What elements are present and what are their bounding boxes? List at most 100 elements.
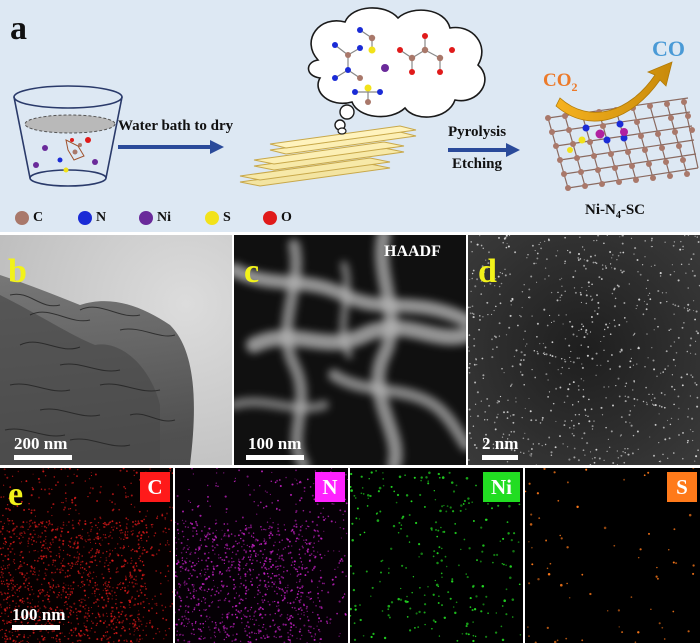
nickel-dot <box>472 621 474 623</box>
nitrogen-dot <box>267 581 270 584</box>
atom-dot <box>564 262 566 265</box>
nitrogen-dot <box>307 629 310 632</box>
nitrogen-dot <box>211 601 214 603</box>
nickel-dot <box>451 510 455 513</box>
carbon-dot <box>67 587 70 590</box>
carbon-dot <box>131 581 134 584</box>
carbon-dot <box>134 626 136 628</box>
nitrogen-dot <box>248 484 250 486</box>
nitrogen-dot <box>298 533 301 536</box>
nitrogen-dot <box>189 573 191 575</box>
atom-dot <box>611 292 614 295</box>
carbon-dot <box>45 556 48 559</box>
nitrogen-dot <box>232 634 234 636</box>
carbon-dot <box>119 530 121 532</box>
nickel-dot <box>433 550 436 553</box>
carbon-dot <box>52 585 55 587</box>
nitrogen-dot <box>248 641 250 643</box>
nickel-dot <box>506 521 509 523</box>
nitrogen-dot <box>293 532 296 535</box>
nitrogen-dot <box>319 553 322 556</box>
sulfur-dot <box>637 631 640 634</box>
carbon-dot <box>164 630 166 632</box>
nickel-dot <box>378 486 382 490</box>
atom-dot <box>578 413 580 416</box>
carbon-dot <box>21 573 24 576</box>
nitrogen-dot <box>204 620 207 622</box>
carbon-dot <box>96 500 99 502</box>
nitrogen-dot <box>242 599 244 601</box>
nitrogen-dot <box>248 545 251 548</box>
nitrogen-dot <box>223 535 225 538</box>
atom-dot <box>564 420 566 422</box>
carbon-dot <box>137 539 140 541</box>
atom-dot <box>619 269 622 272</box>
carbon-dot <box>92 622 94 624</box>
nitrogen-dot <box>313 535 315 537</box>
carbon-dot <box>3 468 6 471</box>
atom-dot <box>476 391 479 394</box>
nitrogen-dot <box>317 597 319 599</box>
nitrogen-dot <box>278 578 281 580</box>
nitrogen-dot <box>323 530 325 532</box>
nitrogen-dot <box>278 628 281 631</box>
atom-dot <box>585 289 587 292</box>
sulfur-dot <box>672 561 675 564</box>
nitrogen-dot <box>299 599 302 601</box>
atom-dot <box>568 344 571 347</box>
nickel-dot <box>362 493 365 495</box>
atom-dot <box>582 395 585 398</box>
nitrogen-dot <box>231 557 233 559</box>
nitrogen-dot <box>286 614 289 616</box>
carbon-dot <box>107 584 110 586</box>
carbon-dot <box>6 606 9 609</box>
nitrogen-dot <box>258 631 260 633</box>
atom-dot <box>681 326 684 329</box>
carbon-dot <box>36 620 39 622</box>
atom-dot <box>509 235 511 237</box>
carbon-dot <box>107 637 110 640</box>
carbon-dot <box>83 622 85 624</box>
carbon-dot <box>60 632 62 634</box>
nitrogen-dot <box>198 505 200 507</box>
sulfur-dot <box>536 492 540 495</box>
carbon-dot <box>140 603 142 605</box>
atom-dot <box>654 404 657 407</box>
nitrogen-dot <box>236 542 239 545</box>
nickel-dot <box>370 595 372 598</box>
atom-dot <box>547 239 551 242</box>
carbon-dot <box>103 526 106 528</box>
carbon-dot <box>69 593 72 596</box>
atom-dot <box>557 369 559 371</box>
atom-dot <box>476 363 478 366</box>
atom-dot <box>611 257 613 259</box>
carbon-dot <box>128 628 131 630</box>
nitrogen-dot <box>305 607 308 610</box>
carbon-dot <box>116 553 118 555</box>
nitrogen-dot <box>208 604 211 608</box>
nickel-dot <box>465 632 468 635</box>
carbon-dot <box>99 536 102 539</box>
nitrogen-dot <box>295 525 298 528</box>
carbon-dot <box>24 574 26 576</box>
nitrogen-dot <box>301 586 303 589</box>
nickel-dot <box>434 528 438 531</box>
atom-dot <box>695 383 698 386</box>
nitrogen-dot <box>295 540 297 543</box>
atom-dot <box>574 414 577 416</box>
atom-dot <box>469 363 471 365</box>
carbon-dot <box>169 468 172 470</box>
nitrogen-dot <box>250 606 253 609</box>
atom-dot <box>694 318 697 321</box>
atom-dot <box>468 371 471 374</box>
carbon-dot <box>28 508 30 511</box>
atom-dot <box>538 442 540 445</box>
nitrogen-dot <box>193 588 195 591</box>
nitrogen-dot <box>226 633 229 636</box>
carbon-dot <box>37 595 40 598</box>
nitrogen-dot <box>214 593 216 596</box>
nitrogen-dot <box>221 617 223 619</box>
carbon-dot <box>21 601 23 604</box>
carbon-dot <box>132 585 135 588</box>
carbon-dot <box>27 545 29 547</box>
